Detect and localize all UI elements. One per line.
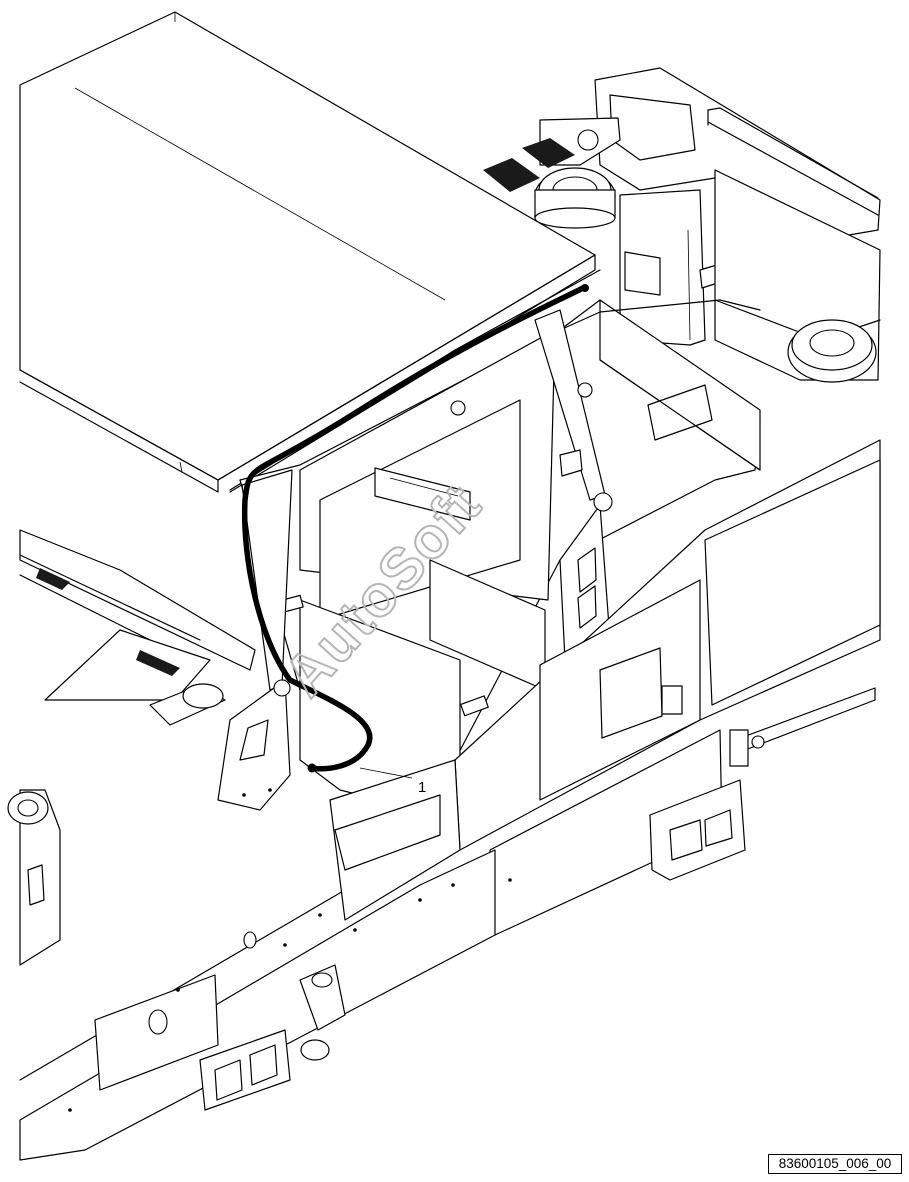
rear-frame [539, 67, 881, 381]
center-frame [239, 299, 761, 821]
bearing-lower [787, 319, 877, 383]
vent-grilles [483, 138, 575, 192]
cable-harness [241, 284, 589, 773]
left-rail [19, 529, 256, 726]
lower-chassis [19, 759, 512, 1161]
right-strut [534, 309, 613, 661]
callout-label: 1 [418, 779, 426, 796]
drawing-id-label: 83600105_006_00 [768, 1154, 902, 1174]
right-brackets [649, 687, 876, 881]
left-cylinder [7, 789, 61, 966]
left-strut [217, 469, 293, 811]
callout-1: 1 [359, 767, 426, 796]
bearing-upper [534, 167, 616, 229]
